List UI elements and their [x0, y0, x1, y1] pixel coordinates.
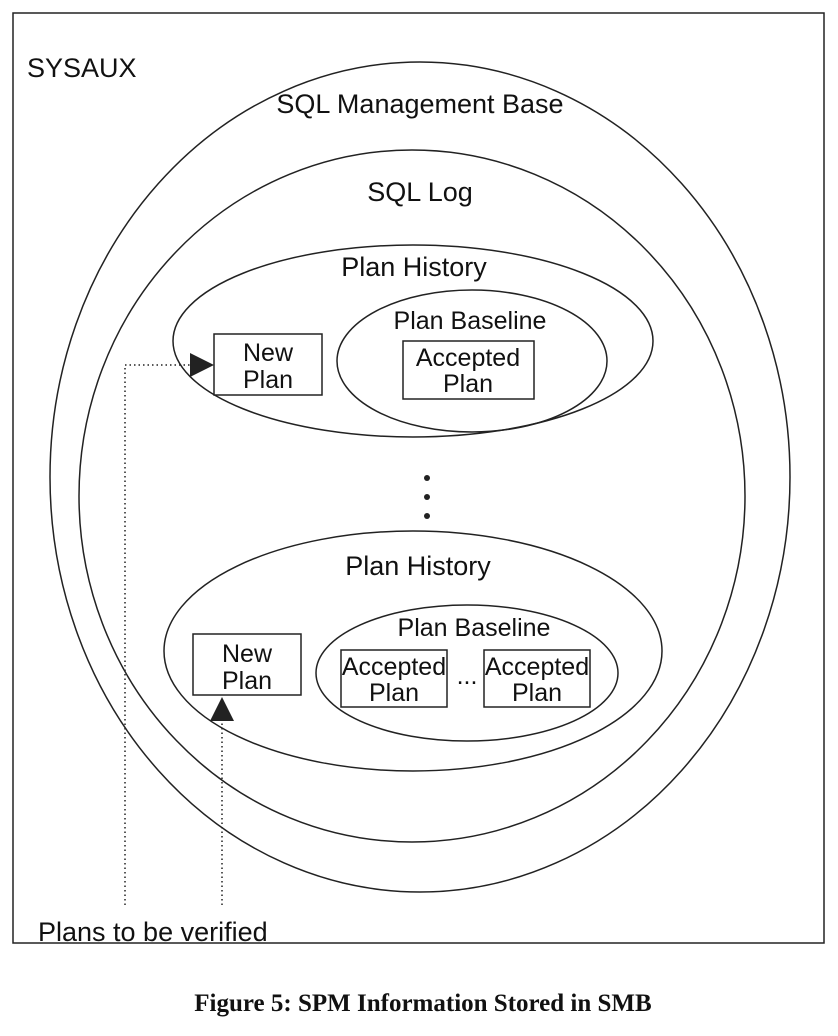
plan-baseline-bottom-label: Plan Baseline: [398, 614, 551, 642]
sysaux-label: SYSAUX: [27, 53, 137, 83]
accepted-plan-bottom-2-line2: Plan: [512, 679, 562, 707]
accepted-plan-bottom-box-1: [340, 649, 448, 708]
sql-log-label: SQL Log: [367, 177, 473, 207]
verify-arrow-bottom: [210, 697, 234, 721]
vertical-dot-2: [424, 494, 430, 500]
plan-baseline-bottom-ellipse: [315, 604, 619, 742]
sysaux-frame: [12, 12, 825, 944]
new-plan-bottom-line1: New: [222, 640, 273, 668]
plan-baseline-top-label: Plan Baseline: [394, 307, 547, 335]
new-plan-top-box: [213, 333, 323, 396]
plan-history-bottom-label: Plan History: [345, 551, 491, 581]
new-plan-top-line1: New: [243, 339, 294, 367]
new-plan-top-line2: Plan: [243, 366, 293, 394]
accepted-plan-bottom-1-line1: Accepted: [342, 653, 446, 681]
plan-history-bottom-ellipse: [163, 530, 663, 772]
accepted-plan-bottom-2-line1: Accepted: [485, 653, 589, 681]
sql-log-ellipse: [78, 149, 746, 843]
plan-history-top-ellipse: [172, 244, 654, 438]
plan-history-top-label: Plan History: [341, 252, 487, 282]
new-plan-bottom-box: [192, 633, 302, 696]
smb-ellipse: [49, 61, 791, 893]
plans-to-verify-label: Plans to be verified: [38, 917, 268, 947]
accepted-plan-bottom-box-2: [483, 649, 591, 708]
figure-caption: Figure 5: SPM Information Stored in SMB: [194, 990, 651, 1017]
accepted-plan-top-line2: Plan: [443, 370, 493, 398]
plan-baseline-top-ellipse: [336, 289, 608, 433]
accepted-plan-bottom-1-line2: Plan: [369, 679, 419, 707]
accepted-plan-top-line1: Accepted: [416, 344, 520, 372]
accepted-plan-top-box: [402, 340, 535, 400]
verify-arrow-top: [190, 353, 214, 377]
verify-path-top: [124, 364, 192, 905]
vertical-dot-3: [424, 513, 430, 519]
new-plan-bottom-line2: Plan: [222, 667, 272, 695]
vertical-dot-1: [424, 475, 430, 481]
smb-label: SQL Management Base: [276, 89, 563, 119]
baseline-ellipsis: ...: [457, 662, 478, 690]
